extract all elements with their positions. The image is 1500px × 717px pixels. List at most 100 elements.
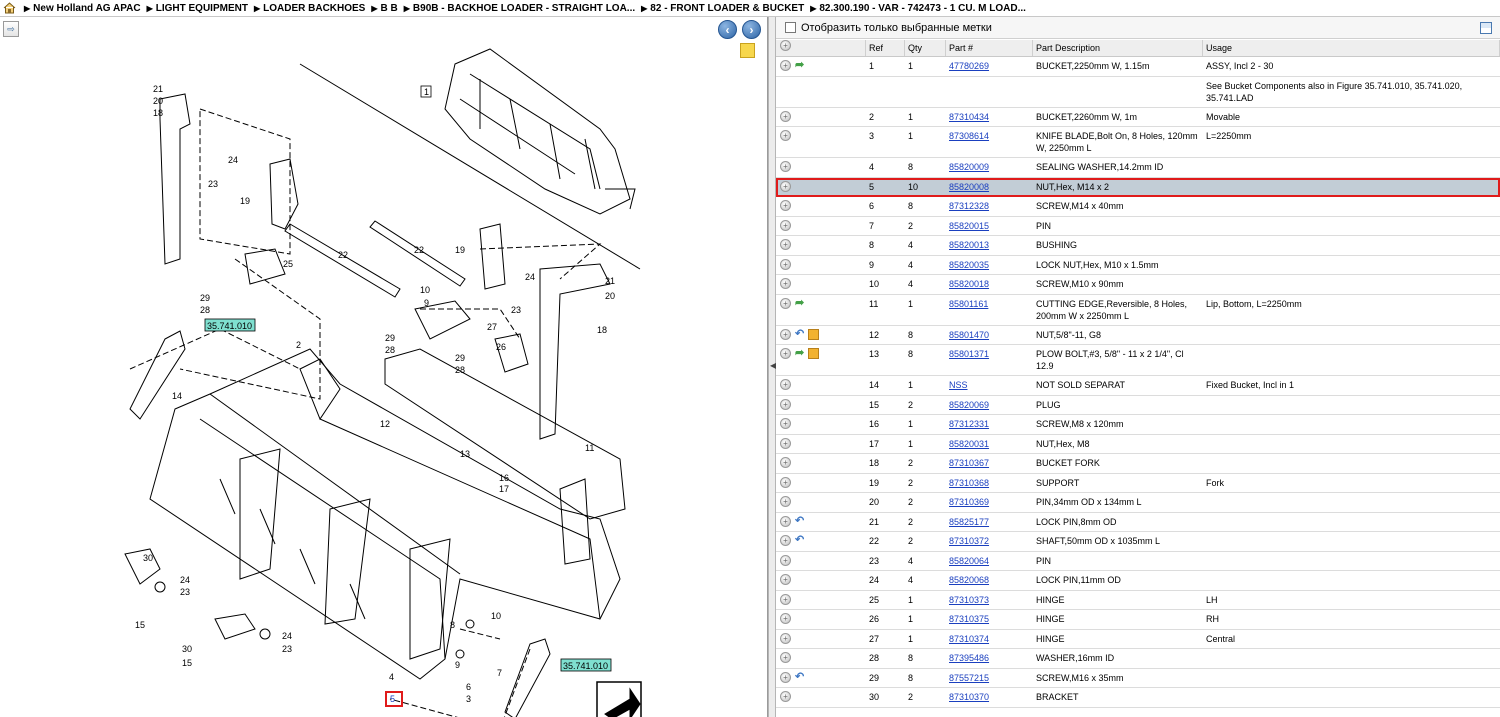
part-number-link[interactable]: 85820064: [949, 555, 990, 566]
callout-label[interactable]: 11: [585, 443, 594, 453]
replaces-icon[interactable]: ↶: [795, 670, 805, 683]
part-number-link[interactable]: 85820009: [949, 162, 990, 172]
header-usage[interactable]: Usage: [1203, 40, 1500, 56]
expand-row-icon[interactable]: +: [780, 496, 791, 507]
table-row[interactable]: See Bucket Components also in Figure 35.…: [776, 77, 1500, 108]
callout-label[interactable]: 28: [200, 305, 210, 315]
part-number-link[interactable]: 85801470: [949, 329, 990, 340]
expand-row-icon[interactable]: +: [780, 379, 791, 390]
callout-label[interactable]: 22: [414, 245, 424, 255]
expand-row-icon[interactable]: +: [780, 239, 791, 250]
figure-ref-tag[interactable]: [204, 318, 256, 332]
part-number-link[interactable]: 85820018: [949, 279, 990, 289]
part-number-link[interactable]: 85820035: [949, 259, 990, 270]
expand-row-icon[interactable]: +: [780, 593, 791, 605]
part-number-link[interactable]: 85820068: [949, 575, 990, 585]
callout-label[interactable]: 19: [455, 245, 465, 255]
callout-label[interactable]: 23: [511, 305, 521, 315]
callout-label[interactable]: 10: [420, 285, 430, 295]
header-ref[interactable]: Ref: [866, 40, 905, 56]
part-number-link[interactable]: 85820069: [949, 399, 990, 410]
part-number-link[interactable]: 87310370: [949, 692, 990, 702]
expand-row-icon[interactable]: +: [780, 130, 791, 141]
callout-label[interactable]: 23: [282, 644, 292, 654]
callout-label[interactable]: 10: [491, 611, 501, 621]
expand-row-icon[interactable]: +: [780, 180, 791, 192]
assembly-marker[interactable]: [420, 85, 432, 98]
callout-label[interactable]: 23: [208, 179, 218, 189]
part-number-link[interactable]: 87310367: [949, 458, 990, 468]
callout-label[interactable]: 8: [450, 620, 455, 630]
breadcrumb-item-4[interactable]: ▶B90B - BACKHOE LOADER - STRAIGHT LOA...: [403, 2, 636, 14]
expand-row-icon[interactable]: +: [780, 161, 791, 172]
expand-row-icon[interactable]: +: [780, 348, 791, 359]
callout-label[interactable]: 24: [282, 631, 292, 641]
replaces-icon[interactable]: ↶: [795, 327, 805, 340]
breadcrumb-item-2[interactable]: ▶LOADER BACKHOES: [253, 2, 366, 14]
forward-arrow-icon[interactable]: ›: [742, 20, 761, 39]
part-number-link[interactable]: 85825177: [949, 516, 990, 527]
replaces-icon[interactable]: ↶: [795, 534, 805, 546]
callout-label[interactable]: 18: [597, 325, 607, 335]
part-number-link[interactable]: 87310434: [949, 111, 990, 122]
callout-label[interactable]: 30: [143, 553, 153, 563]
callout-label[interactable]: 2: [296, 340, 301, 350]
highlighted-callout[interactable]: 5: [390, 694, 395, 704]
breadcrumb-item-0[interactable]: ▶New Holland AG APAC: [24, 2, 141, 14]
callout-label[interactable]: 25: [283, 259, 293, 269]
expand-row-icon[interactable]: +: [780, 110, 791, 122]
callout-label[interactable]: 9: [455, 660, 460, 670]
callout-label[interactable]: 30: [182, 644, 192, 654]
home-icon[interactable]: [0, 0, 18, 16]
pane-splitter[interactable]: ◀: [768, 17, 776, 717]
expand-row-icon[interactable]: +: [780, 515, 791, 527]
figure-ref-label[interactable]: 35.741.010: [207, 321, 252, 331]
callout-label[interactable]: 21: [605, 276, 615, 286]
callout-label[interactable]: 22: [338, 250, 348, 260]
expand-row-icon[interactable]: +: [780, 671, 791, 683]
collapse-left-icon[interactable]: ◀: [770, 361, 777, 370]
callout-label[interactable]: 9: [424, 298, 429, 308]
callout-label[interactable]: 18: [153, 108, 163, 118]
callout-label[interactable]: 29: [385, 333, 395, 343]
part-number-link[interactable]: 87395486: [949, 653, 990, 663]
expand-row-icon[interactable]: +: [780, 200, 791, 211]
expand-row-icon[interactable]: +: [780, 278, 791, 289]
expand-row-icon[interactable]: +: [780, 613, 791, 624]
callout-label[interactable]: 4: [389, 672, 394, 682]
callout-label[interactable]: 24: [525, 272, 535, 282]
callout-label[interactable]: 14: [172, 391, 182, 401]
expand-row-icon[interactable]: +: [780, 691, 791, 702]
export-icon[interactable]: ⇨: [3, 21, 19, 37]
breadcrumb-item-6[interactable]: ▶82.300.190 - VAR - 742473 - 1 CU. M LOA…: [810, 2, 1026, 14]
expand-row-icon[interactable]: +: [780, 398, 791, 410]
expand-row-icon[interactable]: +: [780, 554, 791, 566]
part-number-link[interactable]: 87310375: [949, 614, 990, 624]
callout-label[interactable]: 29: [455, 353, 465, 363]
callout-label[interactable]: 29: [200, 293, 210, 303]
callout-label[interactable]: 24: [228, 155, 238, 165]
callout-label[interactable]: 26: [496, 342, 506, 352]
